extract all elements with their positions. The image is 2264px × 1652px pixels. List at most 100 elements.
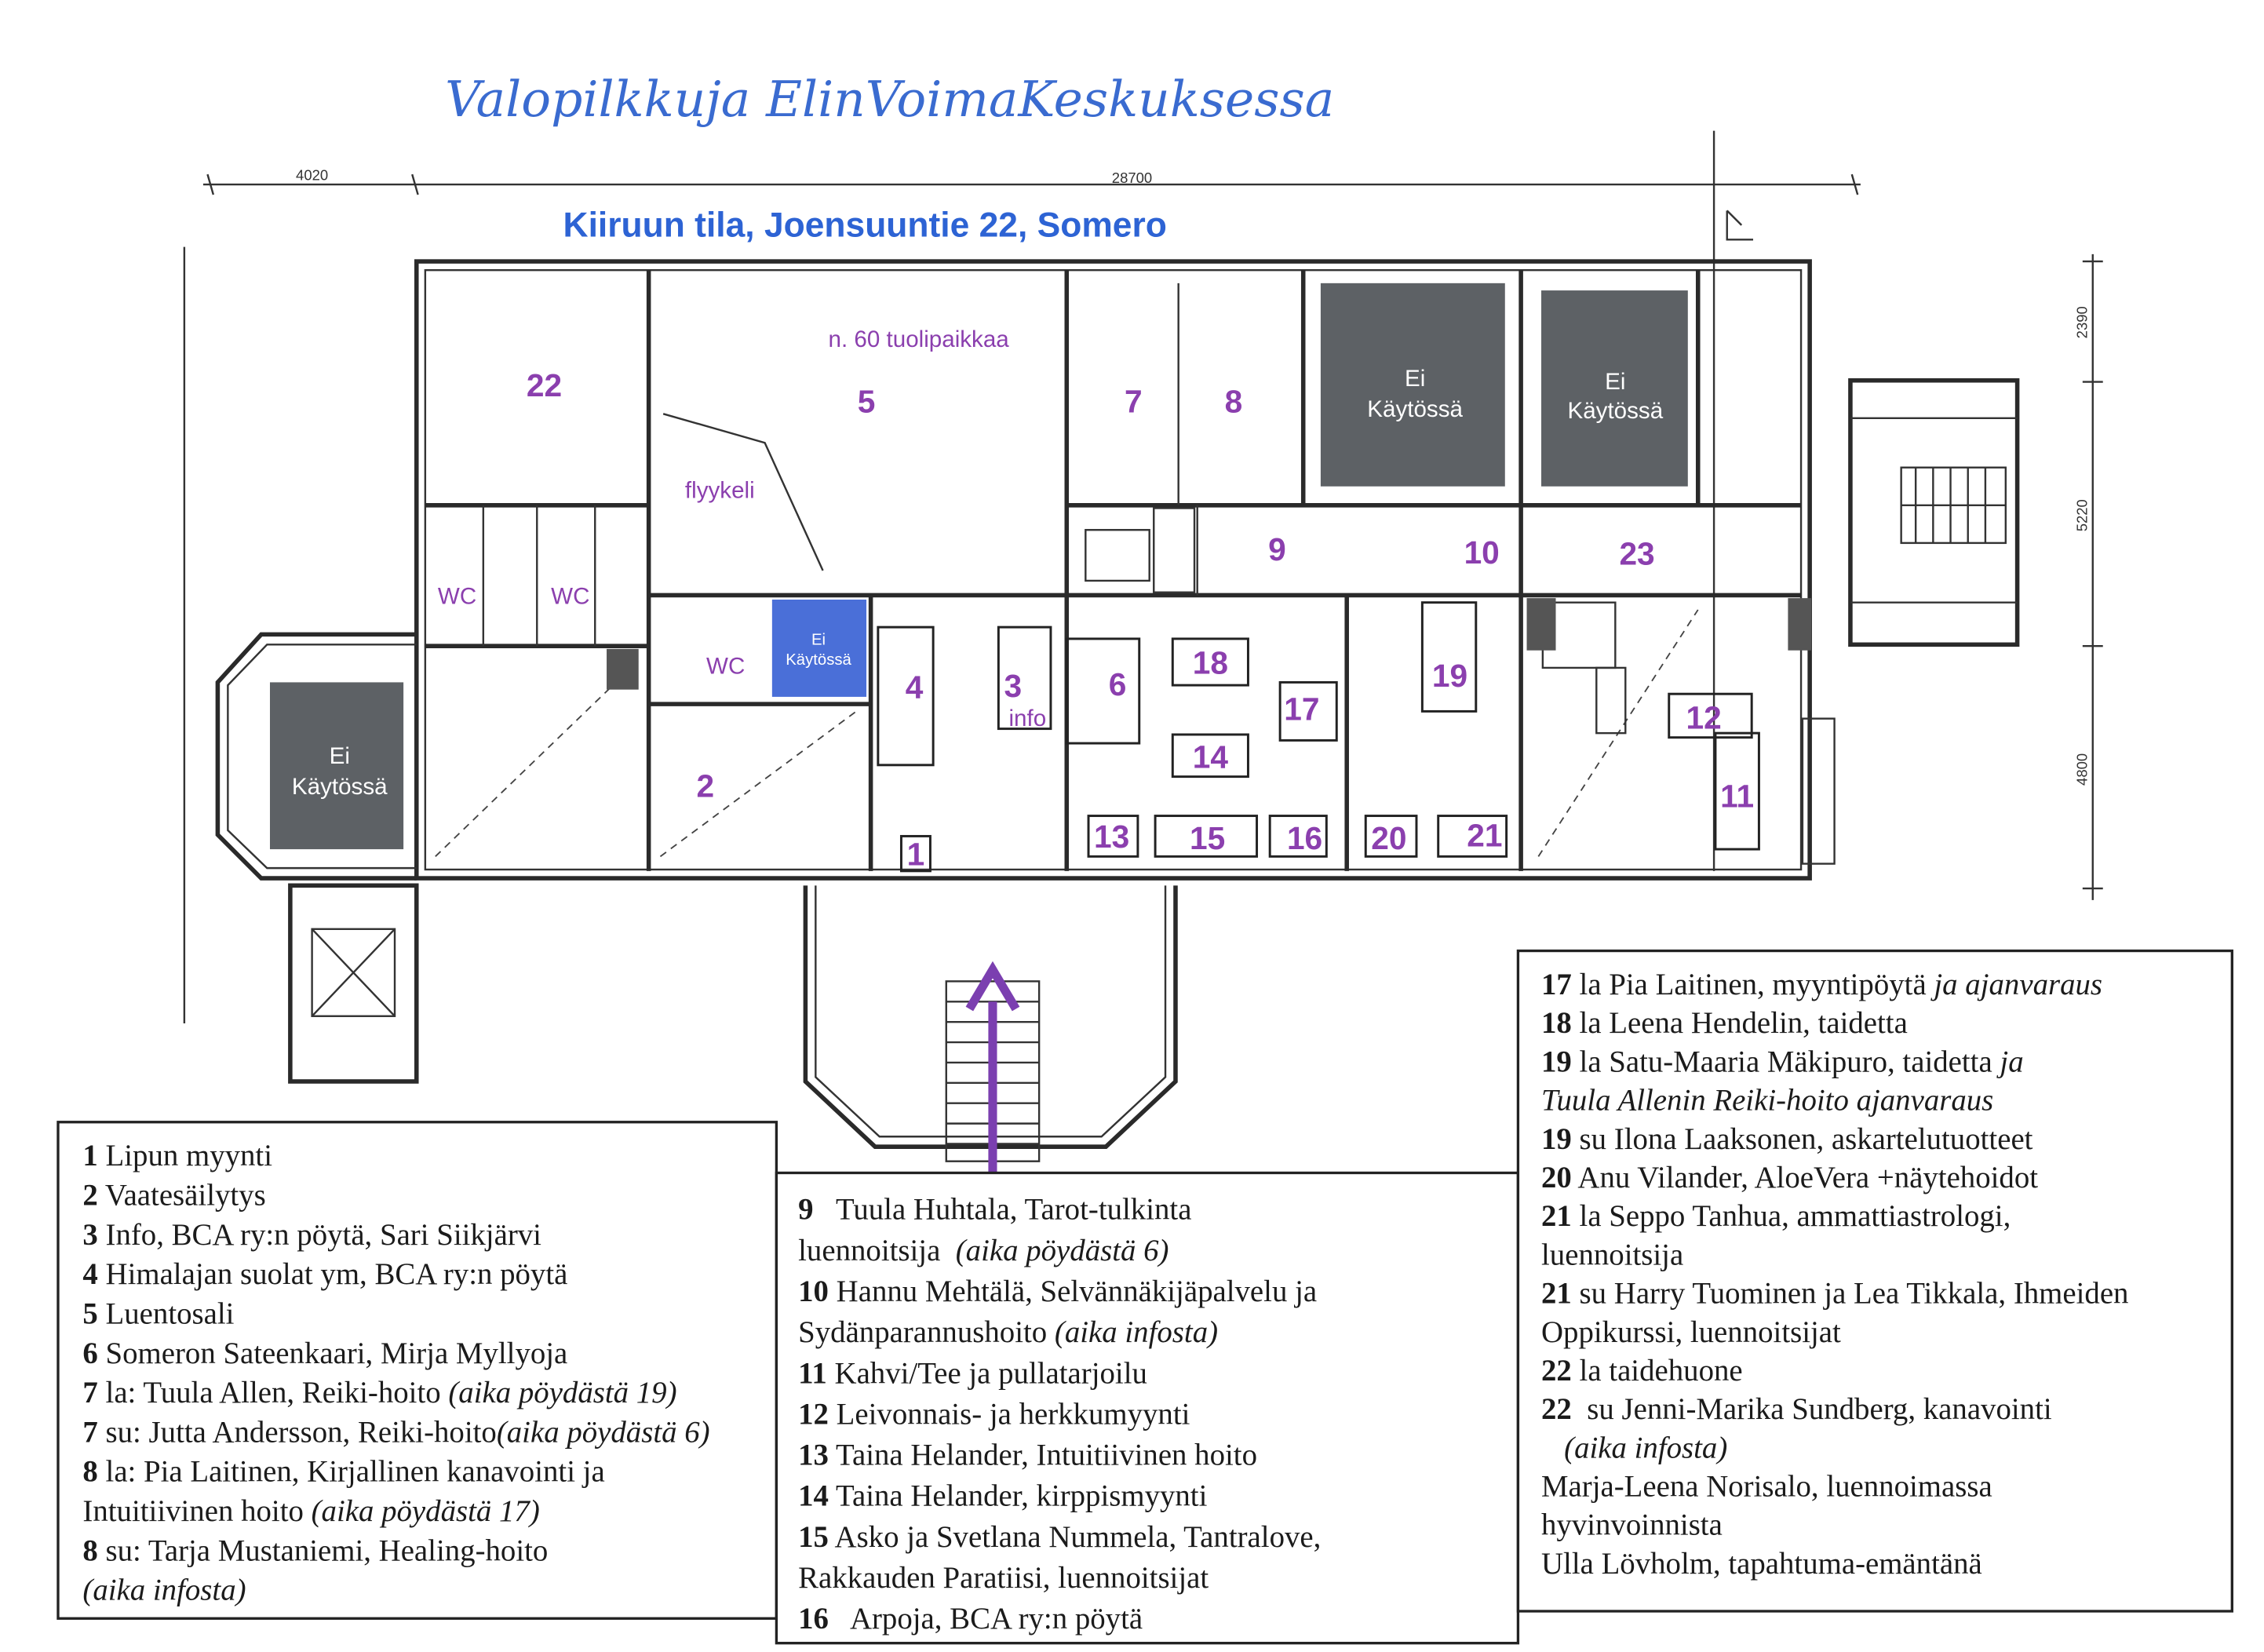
legend-number: 1 xyxy=(82,1139,97,1172)
legend-text: Kahvi/Tee ja pullatarjoilu xyxy=(827,1356,1147,1390)
legend-number: 2 xyxy=(82,1179,97,1213)
legend-number: 16 xyxy=(798,1602,829,1636)
legend-number: 19 xyxy=(1541,1045,1572,1078)
legend-line: 6 Someron Sateenkaari, Mirja Myllyoja xyxy=(82,1337,567,1370)
svg-text:Ei: Ei xyxy=(1405,366,1425,392)
legend-number: 21 xyxy=(1541,1277,1572,1311)
legend-text xyxy=(1541,1431,1564,1464)
legend-line: Oppikurssi, luennoitsijat xyxy=(1541,1315,1841,1349)
room-10: 10 xyxy=(1464,534,1500,571)
not-in-use-room-top-1: Ei Käytössä xyxy=(1320,283,1505,487)
legend-line: luennoitsija (aika pöydästä 6) xyxy=(798,1234,1168,1267)
svg-text:Ei: Ei xyxy=(811,631,826,648)
legend-text: Intuitiivinen hoito xyxy=(82,1494,311,1528)
legend-text: Someron Sateenkaari, Mirja Myllyoja xyxy=(98,1337,567,1370)
legend-text: la: Pia Laitinen, Kirjallinen kanavointi… xyxy=(98,1455,605,1489)
legend-text: Luentosali xyxy=(98,1296,235,1330)
legend-text: la Seppo Tanhua, ammattiastrologi, xyxy=(1572,1199,2011,1233)
legend-text: hyvinvoinnista xyxy=(1541,1508,1723,1542)
legend-line: 19 su Ilona Laaksonen, askartelutuotteet xyxy=(1541,1122,2033,1156)
legend-text: su: Tarja Mustaniemi, Healing-hoito xyxy=(98,1533,549,1567)
legend-text: Himalajan suolat ym, BCA ry:n pöytä xyxy=(98,1257,568,1291)
svg-text:Ei: Ei xyxy=(330,743,350,769)
legend-line: 14 Taina Helander, kirppismyynti xyxy=(798,1479,1207,1513)
legend-line: 15 Asko ja Svetlana Nummela, Tantralove, xyxy=(798,1520,1321,1554)
legend-number: 15 xyxy=(798,1520,829,1554)
room-11: 11 xyxy=(1720,778,1754,814)
legend-number: 17 xyxy=(1541,968,1572,1001)
legend-line: 7 la: Tuula Allen, Reiki-hoito (aika pöy… xyxy=(82,1376,676,1409)
legend-text: Taina Helander, kirppismyynti xyxy=(829,1479,1208,1513)
legend-line: 9 Tuula Huhtala, Tarot-tulkinta xyxy=(798,1193,1191,1227)
legend-number: 8 xyxy=(82,1533,97,1567)
entrance-arrow-icon xyxy=(965,961,1020,1173)
room-23: 23 xyxy=(1619,536,1654,572)
legend-text: Vaatesäilytys xyxy=(98,1179,266,1213)
legend-text: luennoitsija xyxy=(798,1234,956,1267)
legend-note: (aika infosta) xyxy=(1564,1431,1727,1464)
legend-line: Tuula Allenin Reiki-hoito ajanvaraus xyxy=(1541,1084,1993,1118)
legend-line: luennoitsija xyxy=(1541,1238,1683,1271)
dimension-5220: 5220 xyxy=(2073,499,2090,531)
legend-text: Arpoja, BCA ry:n pöytä xyxy=(829,1602,1143,1636)
building-walls xyxy=(215,259,2020,1162)
dimension-2390: 2390 xyxy=(2073,306,2090,338)
legend-middle: 9 Tuula Huhtala, Tarot-tulkinta luennoits… xyxy=(798,1193,1321,1636)
legend-number: 22 xyxy=(1541,1392,1572,1426)
dimension-4020: 4020 xyxy=(296,167,328,184)
legend-number: 8 xyxy=(82,1455,97,1489)
legend-text: Tuula Huhtala, Tarot-tulkinta xyxy=(814,1193,1192,1227)
legend-line: Sydänparannushoito (aika infosta) xyxy=(798,1315,1218,1349)
legend-text: Info, BCA ry:n pöytä, Sari Siikjärvi xyxy=(98,1218,541,1252)
legend-line: 8 la: Pia Laitinen, Kirjallinen kanavoin… xyxy=(82,1455,604,1489)
legend-number: 9 xyxy=(798,1193,813,1227)
legend-line: 13 Taina Helander, Intuitiivinen hoito xyxy=(798,1439,1257,1472)
legend-note: ja ajanvaraus xyxy=(1930,968,2102,1001)
legend-text: la Satu-Maaria Mäkipuro, taidetta xyxy=(1572,1045,2000,1078)
legend-note: (aika infosta) xyxy=(1055,1315,1218,1349)
legend-text: su Jenni-Marika Sundberg, kanavointi xyxy=(1572,1392,2052,1426)
legend-note: Tuula Allenin Reiki-hoito ajanvaraus xyxy=(1541,1084,1993,1118)
room-15: 15 xyxy=(1190,820,1225,856)
legend-line: 4 Himalajan suolat ym, BCA ry:n pöytä xyxy=(82,1257,567,1291)
legend-line: 20 Anu Vilander, AloeVera +näytehoidot xyxy=(1541,1161,2038,1194)
legend-text: Rakkauden Paratiisi, luennoitsijat xyxy=(798,1561,1209,1595)
legend-note: (aika infosta) xyxy=(82,1574,246,1607)
stand-outlines xyxy=(877,601,1760,873)
legend-line: 22 la taidehuone xyxy=(1541,1354,1743,1388)
not-in-use-room-left: Ei Käytössä xyxy=(269,682,404,850)
legend-number: 11 xyxy=(798,1356,827,1390)
room-12: 12 xyxy=(1686,700,1722,736)
room-19: 19 xyxy=(1432,658,1467,694)
legend-note: (aika pöydästä 17) xyxy=(312,1494,540,1528)
legend-number: 4 xyxy=(82,1257,97,1291)
dimension-28700: 28700 xyxy=(1112,170,1152,186)
room-13: 13 xyxy=(1094,819,1129,855)
legend-line: 11 Kahvi/Tee ja pullatarjoilu xyxy=(798,1356,1147,1390)
legend-text: Ulla Lövholm, tapahtuma-emäntänä xyxy=(1541,1547,1982,1581)
room-20: 20 xyxy=(1371,820,1406,856)
legend-number: 22 xyxy=(1541,1354,1572,1388)
legend-number: 10 xyxy=(798,1275,829,1308)
room-2: 2 xyxy=(696,768,714,804)
legend-number: 19 xyxy=(1541,1122,1572,1156)
legend-line: 3 Info, BCA ry:n pöytä, Sari Siikjärvi xyxy=(82,1218,541,1252)
room-14: 14 xyxy=(1193,739,1229,775)
legend-note: (aika pöydästä 6) xyxy=(956,1234,1169,1267)
seats-note: n. 60 tuolipaikkaa xyxy=(829,326,1010,352)
legend-number: 18 xyxy=(1541,1006,1572,1040)
legend-text: la: Tuula Allen, Reiki-hoito xyxy=(98,1376,449,1409)
room-16: 16 xyxy=(1287,820,1322,856)
legend-line: (aika infosta) xyxy=(1541,1431,1727,1464)
legend-line: 10 Hannu Mehtälä, Selvännäkijäpalvelu ja xyxy=(798,1275,1317,1308)
legend-text: su Ilona Laaksonen, askartelutuotteet xyxy=(1572,1122,2033,1156)
room-22: 22 xyxy=(527,367,562,403)
page-title: Valopilkkuja ElinVoimaKeskuksessa xyxy=(445,71,1334,128)
room-9: 9 xyxy=(1268,531,1286,567)
legend-number: 3 xyxy=(82,1218,97,1252)
wc-label-2: WC xyxy=(551,584,589,610)
room-18: 18 xyxy=(1193,644,1228,680)
legend-line: Intuitiivinen hoito (aika pöydästä 17) xyxy=(82,1494,539,1528)
room-3: 3 xyxy=(1004,668,1023,704)
